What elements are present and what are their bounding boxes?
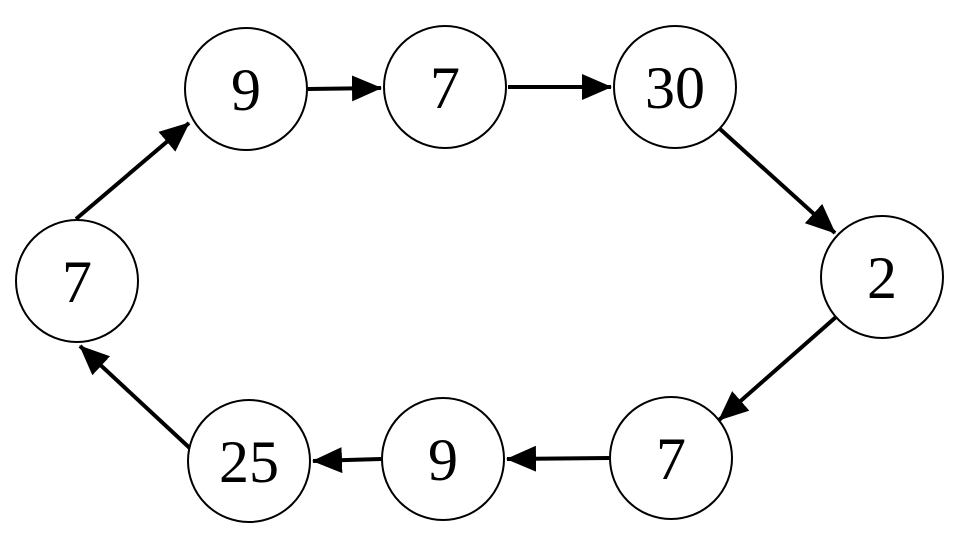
node-value: 7 bbox=[430, 55, 460, 121]
edge-2-to-bottom7-arrow bbox=[717, 315, 838, 422]
node-bottom-left: 25 bbox=[187, 399, 311, 523]
edge-25-to-left7-arrow bbox=[78, 344, 196, 454]
edge-left7-to-top9-arrow bbox=[74, 121, 191, 221]
node-value: 9 bbox=[428, 427, 458, 493]
node-value: 30 bbox=[645, 55, 705, 121]
node-value: 9 bbox=[231, 57, 261, 123]
edge-top9-to-top7-arrow bbox=[307, 75, 382, 102]
node-value: 7 bbox=[656, 426, 686, 492]
node-bottom-center: 9 bbox=[381, 397, 505, 521]
node-value: 25 bbox=[219, 429, 279, 495]
node-left: 7 bbox=[15, 219, 139, 343]
node-right: 2 bbox=[820, 215, 944, 339]
node-top-center: 7 bbox=[383, 25, 507, 149]
edge-bottom7-to-9-arrow bbox=[506, 445, 610, 472]
edge-30-to-2-arrow bbox=[718, 127, 837, 235]
node-bottom-right: 7 bbox=[609, 396, 733, 520]
node-value: 7 bbox=[62, 249, 92, 315]
node-top-right: 30 bbox=[613, 25, 737, 149]
node-value: 2 bbox=[867, 245, 897, 311]
edge-bottom9-to-25-arrow bbox=[312, 447, 382, 474]
node-top-left: 9 bbox=[184, 27, 308, 151]
